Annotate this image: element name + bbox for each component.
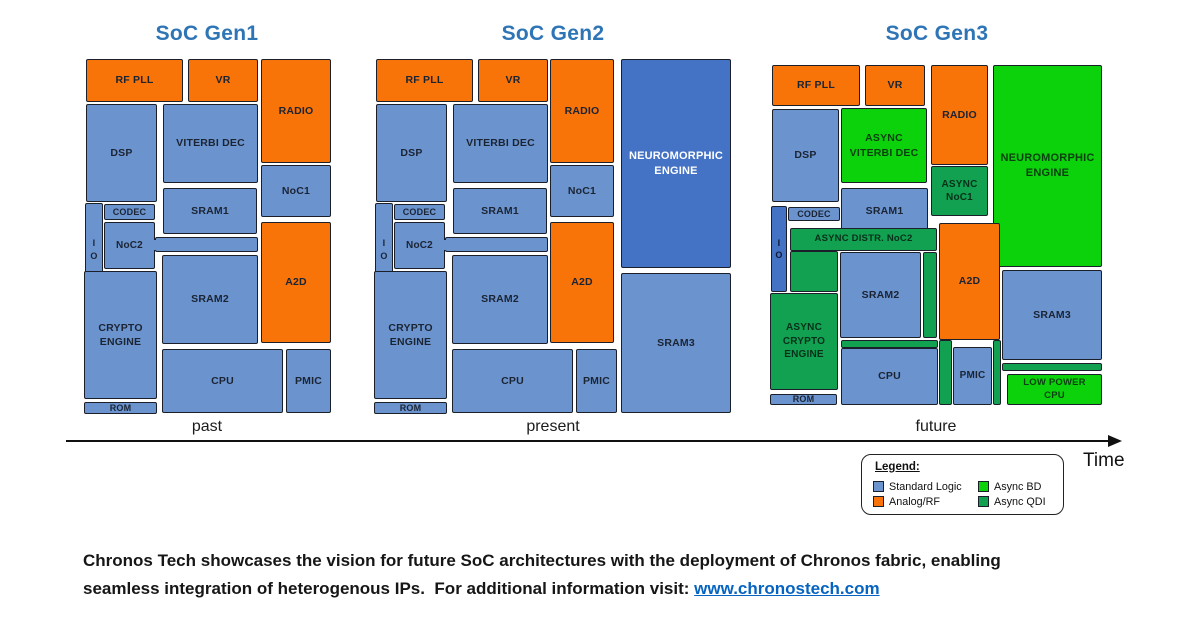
gen3-vr: VR — [865, 65, 925, 106]
gen3-noc2-vstrip-2 — [993, 340, 1001, 405]
chip-title-gen3: SoC Gen3 — [885, 22, 989, 45]
gen3-low-power-cpu: LOW POWER CPU — [1007, 374, 1102, 405]
gen2-neuromorphic-engine: NEUROMORPHIC ENGINE — [621, 59, 731, 268]
axis-label-future: future — [915, 418, 957, 435]
gen3-dsp: DSP — [772, 109, 839, 202]
gen2-sram3: SRAM3 — [621, 273, 731, 413]
time-axis-title: Time — [1083, 450, 1125, 471]
gen1-rf-pll: RF PLL — [86, 59, 183, 102]
gen3-io: I O — [771, 206, 787, 292]
gen3-noc2-bottom-strip — [841, 340, 938, 348]
gen2-codec: CODEC — [394, 204, 445, 220]
gen1-noc2: NoC2 — [104, 222, 155, 269]
gen1-radio: RADIO — [261, 59, 331, 163]
gen3-async-distr-noc2: ASYNC DISTR. NoC2 — [790, 228, 937, 251]
gen3-noc2-left — [790, 251, 838, 292]
gen2-sram1: SRAM1 — [453, 188, 547, 234]
chronostech-link[interactable]: www.chronostech.com — [694, 578, 880, 598]
legend-item-label: Analog/RF — [889, 496, 941, 508]
gen1-crypto-engine: CRYPTO ENGINE — [84, 271, 157, 399]
gen1-a2d: A2D — [261, 222, 331, 343]
gen2-viterbi-dec: VITERBI DEC — [453, 104, 548, 183]
gen1-viterbi-dec: VITERBI DEC — [163, 104, 258, 183]
legend-item-label: Async QDI — [994, 496, 1046, 508]
gen3-cpu: CPU — [841, 348, 938, 405]
gen1-noc2-bar — [155, 237, 258, 252]
gen3-noc2-right-strip — [923, 252, 937, 338]
standard-logic-swatch — [873, 481, 884, 492]
gen3-sram2: SRAM2 — [840, 252, 921, 338]
gen2-rom: ROM — [374, 402, 447, 414]
axis-label-present: present — [526, 418, 580, 435]
async-bd-swatch — [978, 481, 989, 492]
gen3-noc2-hstrip — [1002, 363, 1102, 371]
async-qdi-swatch — [978, 496, 989, 507]
gen3-radio: RADIO — [931, 65, 988, 165]
gen2-sram2: SRAM2 — [452, 255, 548, 344]
gen2-noc2-joint — [441, 240, 449, 250]
gen3-neuromorphic-engine: NEUROMORPHIC ENGINE — [993, 65, 1102, 267]
analog-rf-swatch — [873, 496, 884, 507]
gen3-async-noc1: ASYNC NoC1 — [931, 166, 988, 216]
gen1-sram1: SRAM1 — [163, 188, 257, 234]
legend-item-label: Async BD — [994, 481, 1042, 493]
chip-title-gen1: SoC Gen1 — [155, 22, 259, 45]
gen2-radio: RADIO — [550, 59, 614, 163]
gen3-codec: CODEC — [788, 207, 840, 221]
gen1-noc1: NoC1 — [261, 165, 331, 217]
gen2-a2d: A2D — [550, 222, 614, 343]
axis-label-past: past — [191, 418, 223, 435]
gen1-sram2: SRAM2 — [162, 255, 258, 344]
gen2-dsp: DSP — [376, 104, 447, 202]
footer-line1: Chronos Tech showcases the vision for fu… — [83, 551, 1001, 570]
gen3-a2d: A2D — [939, 223, 1000, 340]
gen1-noc2-joint — [151, 240, 159, 250]
gen3-rf-pll: RF PLL — [772, 65, 860, 106]
gen1-rom: ROM — [84, 402, 157, 414]
gen3-rom: ROM — [770, 394, 837, 405]
gen3-pmic: PMIC — [953, 347, 992, 405]
gen1-pmic: PMIC — [286, 349, 331, 413]
gen2-noc1: NoC1 — [550, 165, 614, 217]
footer-line2: seamless integration of heterogenous IPs… — [83, 578, 695, 598]
gen2-noc2: NoC2 — [394, 222, 445, 269]
gen1-vr: VR — [188, 59, 258, 102]
time-axis-line — [66, 440, 1110, 443]
gen2-pmic: PMIC — [576, 349, 617, 413]
gen2-rf-pll: RF PLL — [376, 59, 473, 102]
gen1-dsp: DSP — [86, 104, 157, 202]
gen1-cpu: CPU — [162, 349, 283, 413]
gen2-crypto-engine: CRYPTO ENGINE — [374, 271, 447, 399]
gen2-noc2-bar — [445, 237, 548, 252]
gen1-codec: CODEC — [104, 204, 155, 220]
footer-text: Chronos Tech showcases the vision for fu… — [83, 547, 1133, 602]
legend-item-label: Standard Logic — [889, 481, 962, 493]
time-axis-arrowhead-icon — [1108, 435, 1122, 447]
gen3-noc2-vstrip-1 — [939, 340, 952, 405]
legend-box: Legend: Standard Logic Analog/RF Async B… — [861, 454, 1064, 515]
legend-title: Legend: — [875, 461, 920, 473]
gen3-async-viterbi-dec: ASYNC VITERBI DEC — [841, 108, 927, 183]
chip-title-gen2: SoC Gen2 — [501, 22, 605, 45]
gen3-sram3: SRAM3 — [1002, 270, 1102, 360]
gen2-vr: VR — [478, 59, 548, 102]
gen3-async-crypto-engine: ASYNC CRYPTO ENGINE — [770, 293, 838, 390]
gen2-cpu: CPU — [452, 349, 573, 413]
